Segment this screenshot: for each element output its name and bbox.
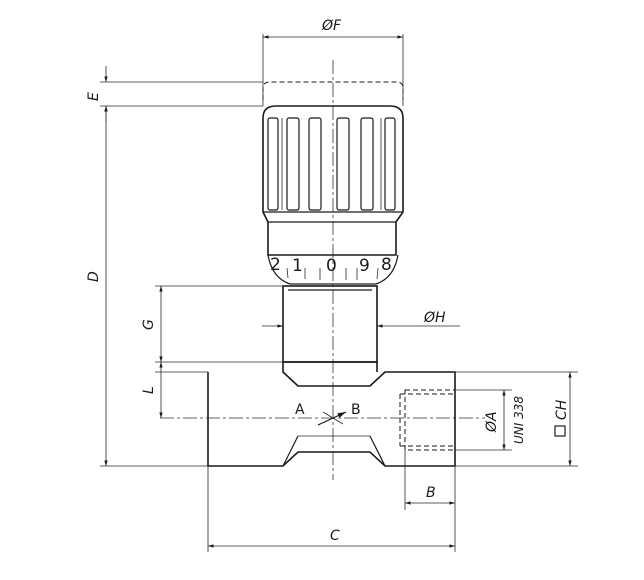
- dimension-e: E: [86, 66, 263, 122]
- dim-label-phi-h: ØH: [423, 310, 446, 326]
- valve-body: [207, 361, 456, 467]
- flow-symbol: A B: [295, 402, 361, 426]
- dimension-l: L: [141, 362, 208, 418]
- dim-label-phi-a: ØA: [484, 411, 500, 433]
- port-label-a: A: [295, 402, 305, 418]
- dimension-phi-f: ØF: [262, 18, 404, 106]
- dimension-g: G: [141, 285, 283, 363]
- dimension-c: C: [207, 466, 456, 552]
- dim-label-phi-f: ØF: [321, 18, 342, 34]
- scale-label-9: 9: [359, 256, 370, 276]
- dim-label-g: G: [141, 319, 157, 330]
- bonnet-neck: [282, 285, 378, 363]
- dimension-d: D: [86, 106, 208, 467]
- dim-label-c: C: [330, 528, 340, 544]
- dim-label-b: B: [426, 485, 436, 501]
- dim-label-uni: UNI 338: [512, 396, 526, 444]
- scale-label-1: 1: [292, 256, 303, 276]
- scale-ring: 2 1 0 9 8: [267, 254, 399, 285]
- knob: [262, 105, 404, 256]
- port-label-b: B: [351, 402, 361, 418]
- dimension-b: B: [404, 450, 456, 510]
- scale-label-0: 0: [326, 256, 337, 276]
- dimension-ch: CH: [455, 371, 578, 467]
- dim-label-l: L: [141, 386, 157, 394]
- dim-label-ch: CH: [554, 399, 570, 420]
- scale-label-2: 2: [270, 255, 281, 275]
- dimension-phi-h: ØH: [262, 310, 460, 328]
- scale-label-8: 8: [381, 255, 392, 275]
- dimension-phi-a: ØA UNI 338: [455, 389, 526, 451]
- square-symbol-icon: [554, 425, 566, 437]
- dim-label-e: E: [86, 92, 102, 101]
- dim-label-d: D: [86, 271, 102, 282]
